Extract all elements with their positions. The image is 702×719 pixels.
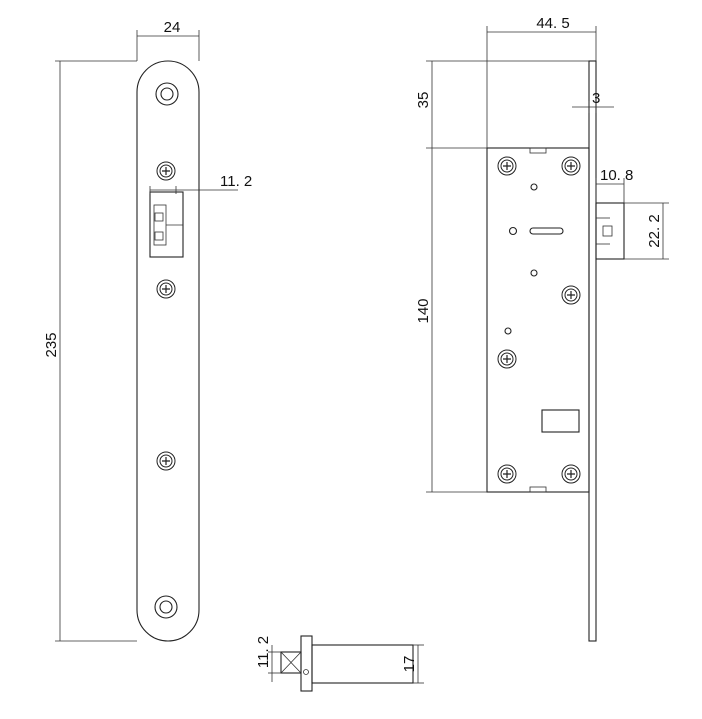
dim-body-depth-label: 44. 5 (536, 15, 569, 32)
dim-plate-thickness: 3 (572, 90, 614, 113)
lock-body-outline (486, 147, 590, 493)
small-hole-4 (504, 327, 512, 335)
dim-bolt-height: 22. 2 (624, 202, 669, 260)
body-screw-top-right (561, 156, 581, 176)
body-screw-bottom-right (561, 464, 581, 484)
dim-bolt-height-label: 22. 2 (646, 214, 663, 247)
dim-plate-thickness-label: 3 (592, 90, 600, 107)
dim-bolt-length: 17 (401, 644, 424, 684)
latch-slot (529, 227, 564, 235)
faceplate-bolt-opening (149, 191, 184, 258)
dim-bolt-length-label: 17 (401, 656, 418, 673)
bolt-head-cross (280, 651, 302, 674)
body-screw-top-left (497, 156, 517, 176)
dim-bolt-offset-label: 11. 2 (220, 173, 252, 190)
dim-total-height-label: 235 (43, 332, 60, 357)
top-mounting-hole-inner (160, 87, 174, 101)
bolt-body (311, 644, 414, 684)
faceplate-front-view (136, 60, 200, 642)
dim-bolt-width-label: 11. 2 (255, 636, 272, 668)
dim-total-height: 235 (43, 60, 137, 642)
faceplate-screw-3 (156, 451, 176, 471)
body-screw-bottom-left (497, 464, 517, 484)
bolt-flange (300, 635, 313, 692)
dim-bolt-projection-label: 10. 8 (600, 167, 633, 184)
bottom-mounting-hole-inner (159, 600, 173, 614)
body-screw-middle-right (561, 285, 581, 305)
top-notch (529, 147, 547, 154)
faceplate-screw-2 (156, 279, 176, 299)
bottom-notch (529, 486, 547, 493)
top-mounting-hole-outer (155, 82, 179, 106)
dim-top-offset-label: 35 (415, 92, 432, 109)
dim-body-depth: 44. 5 (486, 15, 597, 148)
lock-body-side-view (486, 60, 625, 642)
body-window (541, 409, 580, 433)
dim-bolt-projection: 10. 8 (595, 167, 633, 203)
dim-body-height-label: 140 (415, 298, 432, 323)
dim-bolt-width: 11. 2 (255, 636, 281, 682)
bolt-detail-view (280, 635, 414, 692)
dim-faceplate-width: 24 (136, 19, 200, 61)
dim-faceplate-width-label: 24 (164, 19, 181, 36)
small-hole-3 (530, 269, 538, 277)
bottom-mounting-hole-outer (154, 595, 178, 619)
dim-top-offset: 35 (415, 60, 589, 149)
bolt-head (280, 651, 302, 674)
body-screw-middle-left (497, 349, 517, 369)
side-faceplate-strip (588, 60, 597, 642)
faceplate-screw-1 (156, 161, 176, 181)
side-protruding-bolt (595, 202, 625, 260)
small-hole-1 (530, 183, 538, 191)
small-hole-2 (508, 226, 518, 236)
bolt-pin (303, 669, 309, 675)
dim-body-height: 140 (415, 148, 487, 493)
faceplate-outline (136, 60, 200, 642)
dim-bolt-offset: 11. 2 (149, 173, 252, 194)
